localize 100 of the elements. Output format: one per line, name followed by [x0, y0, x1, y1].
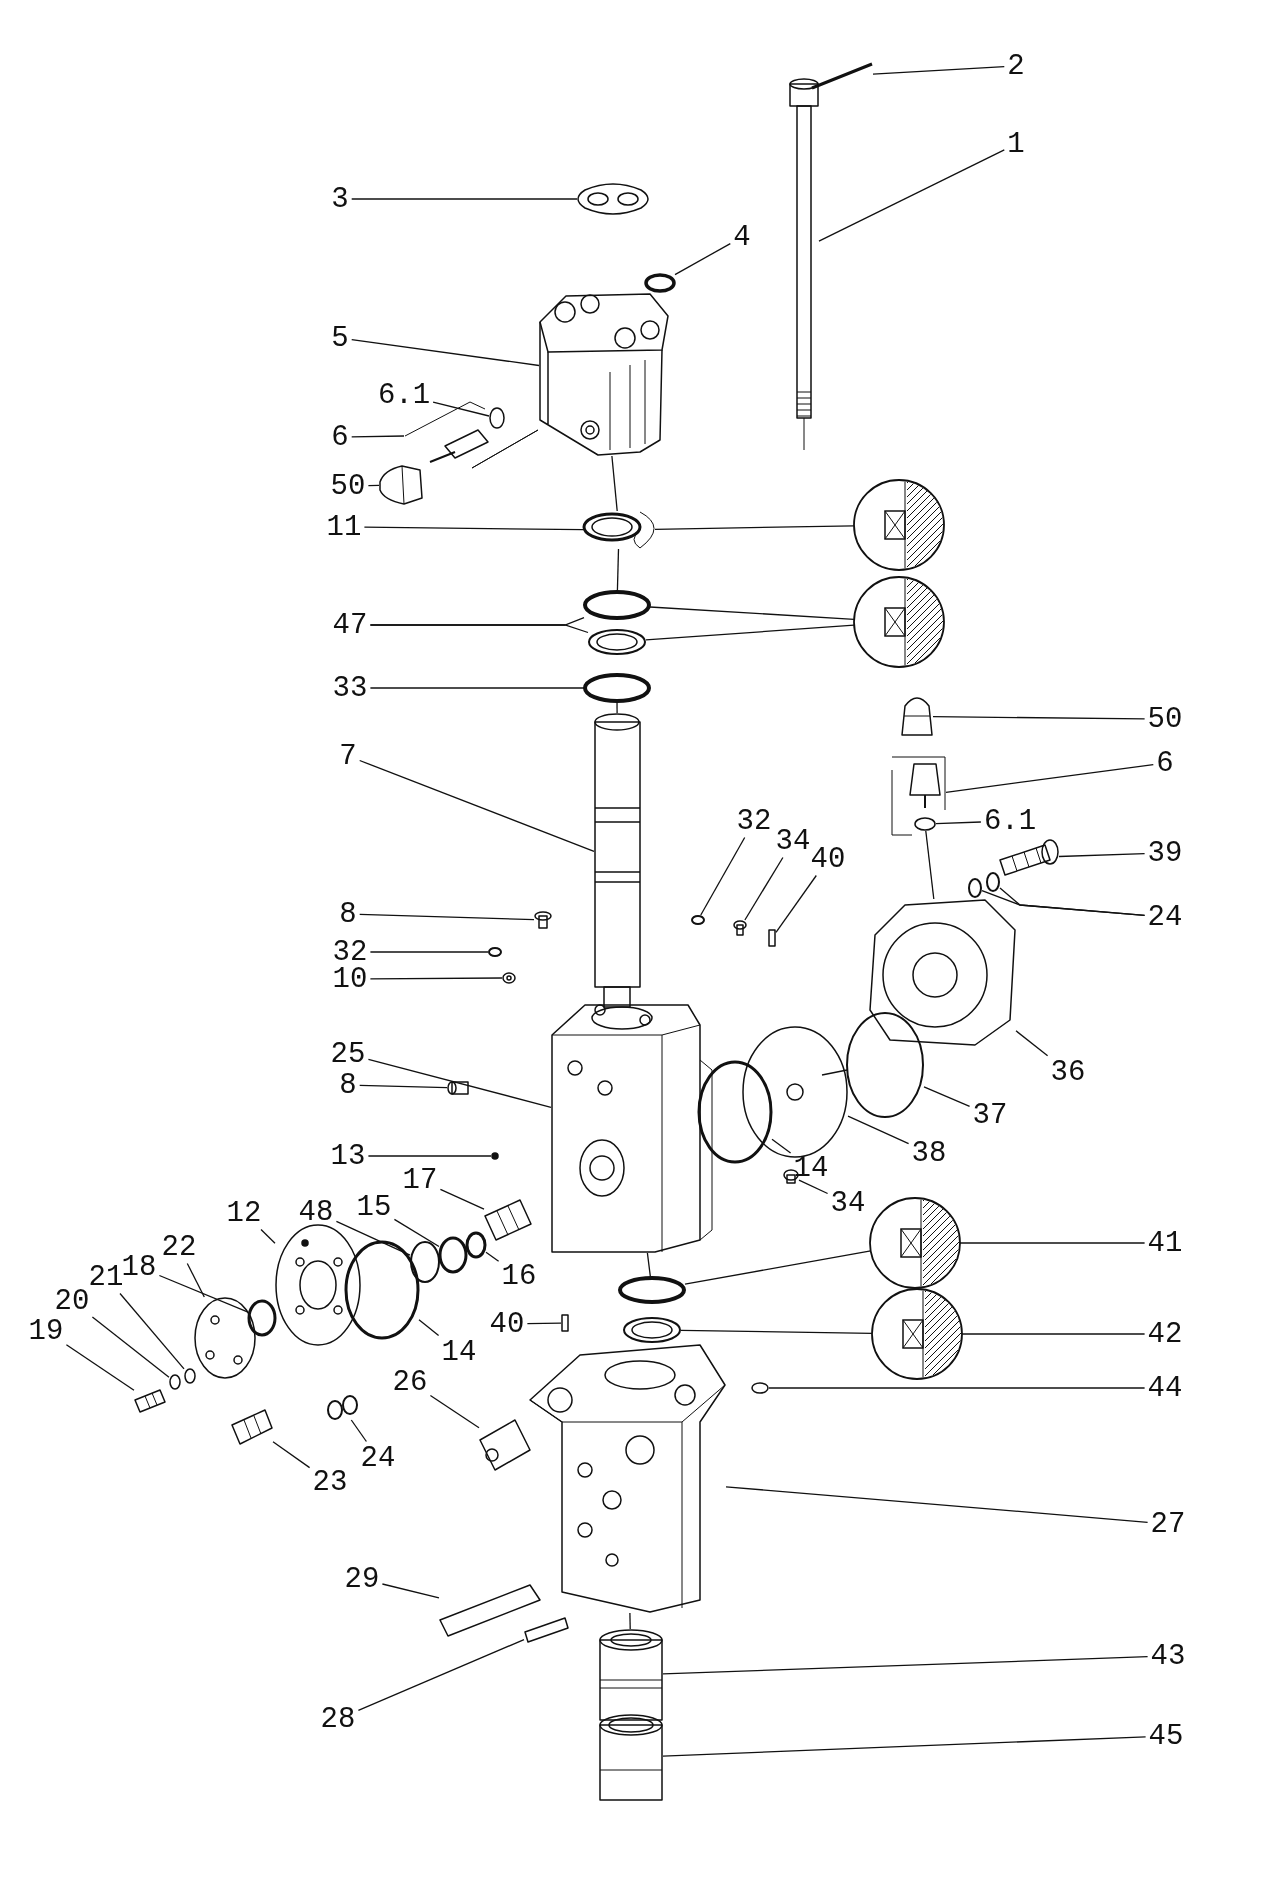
leader-line — [932, 716, 1146, 720]
callout-number: 44 — [1147, 1373, 1183, 1403]
detail-view-drawing — [852, 575, 946, 669]
o-ring — [465, 1231, 487, 1259]
leader-line — [363, 526, 584, 531]
callout-number: 37 — [972, 1100, 1008, 1130]
callout-number: 24 — [360, 1443, 396, 1473]
pin — [561, 1314, 569, 1332]
diaphragm — [821, 1012, 924, 1118]
leader-line — [674, 242, 731, 276]
callout-number: 19 — [28, 1316, 64, 1346]
cap — [901, 697, 933, 736]
bolt — [789, 78, 819, 419]
leader-line — [429, 1394, 480, 1429]
callout-number: 36 — [1050, 1057, 1086, 1087]
callout-number: 6 — [331, 422, 349, 452]
leader-line — [629, 1612, 631, 1630]
cap — [379, 465, 423, 505]
leader-line — [359, 1084, 448, 1089]
leader-line — [744, 856, 784, 921]
callout-number: 40 — [810, 844, 846, 874]
leader-line — [393, 1218, 440, 1248]
screw — [231, 1409, 273, 1445]
leader-line — [847, 1115, 910, 1145]
leader-line — [662, 1656, 1149, 1675]
leader-line — [65, 1344, 135, 1391]
gasket — [577, 183, 649, 215]
leader-line — [775, 874, 817, 934]
washer — [327, 1395, 358, 1420]
leader-line — [654, 525, 855, 531]
callout-number: 8 — [339, 1070, 357, 1100]
washer — [184, 1368, 196, 1384]
callout-number: 16 — [501, 1261, 537, 1291]
callout-number: 14 — [793, 1153, 829, 1183]
callout-number: 24 — [1147, 902, 1183, 932]
callout-number: 12 — [226, 1198, 262, 1228]
callout-number: 26 — [392, 1367, 428, 1397]
screw — [447, 1081, 469, 1095]
back-up-ring — [588, 629, 646, 655]
callout-number: 6.1 — [377, 380, 431, 410]
callout-number: 34 — [830, 1188, 866, 1218]
callout-number: 10 — [332, 964, 368, 994]
leader-line — [369, 624, 589, 634]
leader-line — [418, 1319, 440, 1337]
callout-number: 32 — [736, 806, 772, 836]
callout-number: 4 — [733, 222, 751, 252]
callout-number: 2 — [1007, 51, 1025, 81]
bushing — [599, 1714, 663, 1801]
leader-line — [260, 1228, 276, 1244]
o-ring — [697, 1060, 773, 1164]
leader-line — [616, 548, 620, 592]
piston-shaft — [594, 713, 641, 1008]
leader-line — [351, 338, 540, 367]
pin — [768, 929, 776, 947]
leader-line — [158, 1274, 249, 1313]
screw — [134, 1389, 166, 1413]
seal-ring — [582, 511, 655, 549]
leader-line — [369, 951, 489, 953]
callout-number: 29 — [344, 1564, 380, 1594]
callout-number: 15 — [356, 1192, 392, 1222]
leader-line — [768, 1387, 1146, 1389]
pin — [439, 1584, 541, 1637]
screw — [999, 839, 1059, 876]
leader-line — [485, 1251, 500, 1262]
o-ring — [438, 1236, 468, 1274]
leader-line — [611, 455, 618, 512]
callout-number: 11 — [326, 512, 362, 542]
leader-line — [359, 913, 535, 921]
seal-ring — [623, 1317, 681, 1343]
callout-number: 6.1 — [983, 806, 1037, 836]
callout-number: 13 — [330, 1141, 366, 1171]
callout-number: 23 — [312, 1467, 348, 1497]
cover — [869, 899, 1016, 1046]
callout-number: 34 — [775, 826, 811, 856]
valve-insert — [404, 401, 539, 469]
o-ring — [247, 1299, 277, 1337]
callout-number: 25 — [330, 1039, 366, 1069]
leader-line — [961, 1333, 1146, 1335]
callout-number: 39 — [1147, 838, 1183, 868]
leader-line — [959, 1242, 1146, 1244]
nut — [502, 972, 516, 984]
o-ring — [583, 673, 651, 703]
washer — [691, 915, 705, 925]
callout-number: 14 — [441, 1337, 477, 1367]
leader-line — [935, 821, 982, 825]
callout-number: 41 — [1147, 1228, 1183, 1258]
pump-body — [529, 1344, 726, 1613]
callout-number: 18 — [121, 1252, 157, 1282]
callout-number: 17 — [402, 1165, 438, 1195]
leader-line — [700, 836, 746, 916]
leader-line — [680, 1329, 873, 1334]
callout-number: 28 — [320, 1704, 356, 1734]
leader-line — [999, 887, 1146, 916]
leader-line — [272, 1441, 311, 1469]
callout-number: 1 — [1007, 129, 1025, 159]
leader-line — [923, 1086, 971, 1107]
o-ring — [583, 590, 651, 620]
leader-line — [945, 763, 1154, 793]
leader-line — [369, 977, 503, 980]
leader-line — [798, 1179, 829, 1195]
